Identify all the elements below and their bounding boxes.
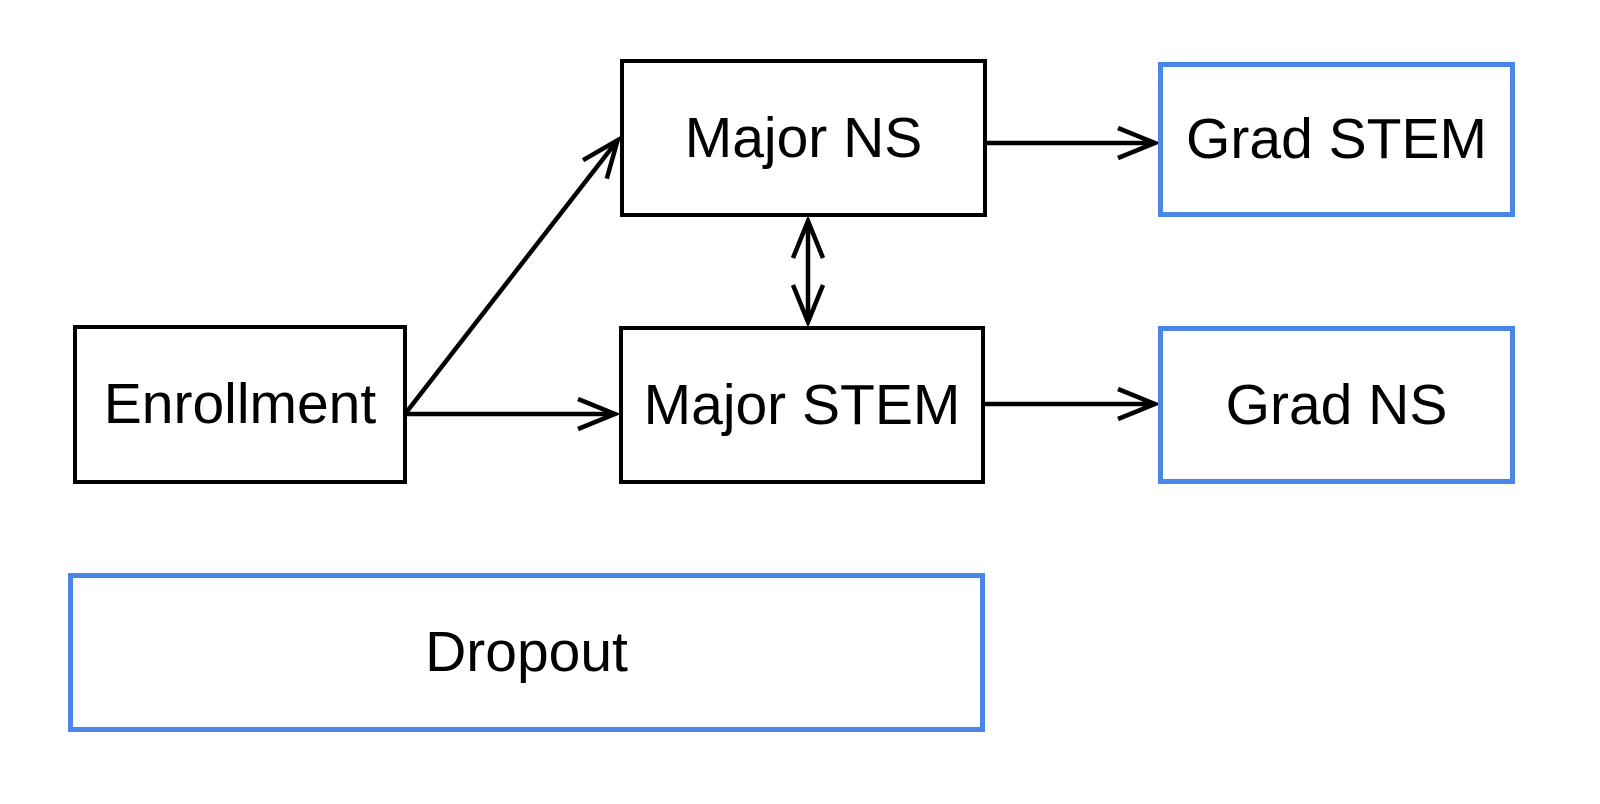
- node-dropout: Dropout: [68, 573, 985, 732]
- node-grad-stem-label: Grad STEM: [1186, 107, 1487, 172]
- node-grad-ns: Grad NS: [1158, 326, 1515, 484]
- node-enrollment-label: Enrollment: [103, 372, 377, 437]
- node-major-stem: Major STEM: [619, 326, 985, 484]
- node-grad-stem: Grad STEM: [1158, 62, 1515, 217]
- node-major-stem-label: Major STEM: [643, 372, 961, 437]
- node-dropout-label: Dropout: [425, 620, 628, 685]
- node-enrollment: Enrollment: [73, 325, 407, 484]
- node-grad-ns-label: Grad NS: [1225, 372, 1448, 437]
- node-major-ns-label: Major NS: [684, 105, 923, 170]
- node-major-ns: Major NS: [620, 59, 987, 217]
- edge-enrollment-to-major-ns: [403, 141, 617, 416]
